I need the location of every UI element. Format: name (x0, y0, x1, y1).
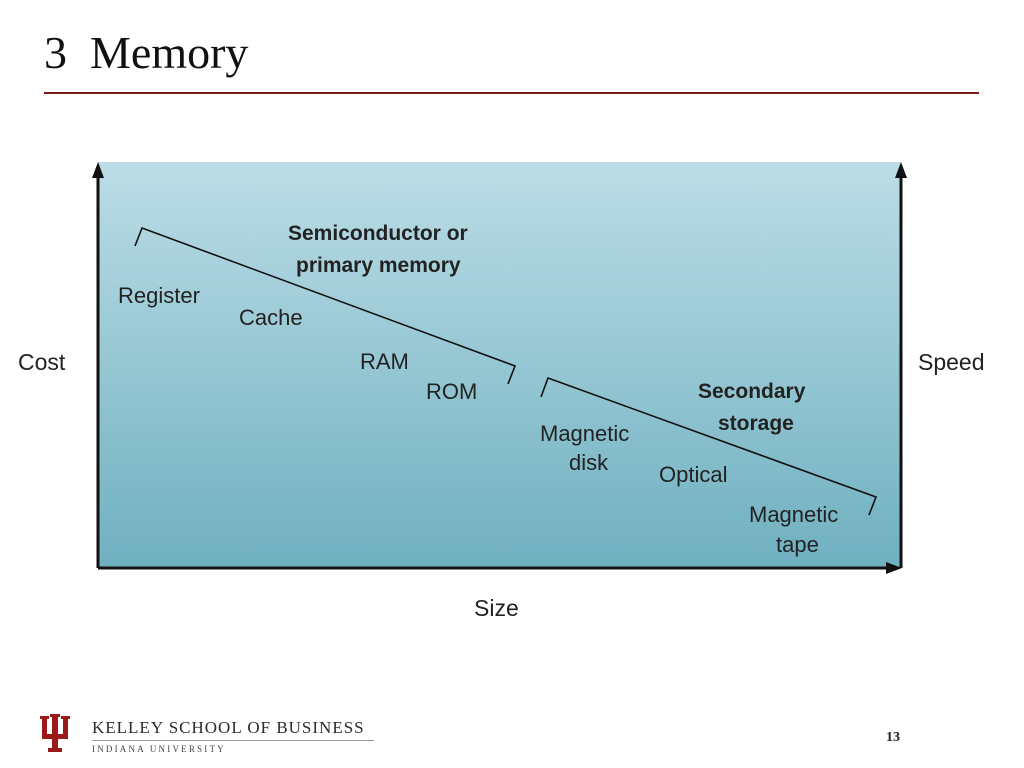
title-divider (44, 92, 979, 94)
footer-university-name: INDIANA UNIVERSITY (92, 744, 226, 754)
page-number: 13 (886, 730, 900, 745)
item-magnetic-disk-line-2: disk (569, 450, 609, 475)
diagram-background (98, 162, 901, 568)
item-cache: Cache (239, 305, 303, 330)
cost-axis-label: Cost (18, 349, 66, 375)
secondary-storage-heading-line-2: storage (718, 412, 794, 435)
item-ram: RAM (360, 349, 409, 374)
right-axis-arrow-icon (895, 162, 907, 178)
size-axis-label: Size (474, 595, 519, 621)
item-magnetic-disk-line-1: Magnetic (540, 421, 629, 446)
item-magnetic-tape-line-1: Magnetic (749, 502, 838, 527)
item-register: Register (118, 283, 200, 308)
item-rom: ROM (426, 379, 477, 404)
primary-memory-heading-line-1: Semiconductor or (288, 222, 468, 245)
primary-memory-bracket (134, 226, 517, 385)
speed-axis-label: Speed (918, 349, 985, 375)
primary-memory-heading-line-2: primary memory (296, 254, 461, 277)
item-magnetic-tape-line-2: tape (776, 532, 819, 557)
item-optical: Optical (659, 462, 727, 487)
secondary-storage-bracket (540, 376, 878, 516)
trident-icon (40, 714, 70, 752)
secondary-storage-heading-line-1: Secondary (698, 380, 806, 403)
slide-title: 3 Memory (44, 27, 249, 78)
bottom-axis-arrow-icon (886, 562, 902, 574)
footer-divider (92, 740, 374, 741)
footer-school-name: KELLEY SCHOOL OF BUSINESS (92, 718, 365, 737)
left-axis-arrow-icon (92, 162, 104, 178)
